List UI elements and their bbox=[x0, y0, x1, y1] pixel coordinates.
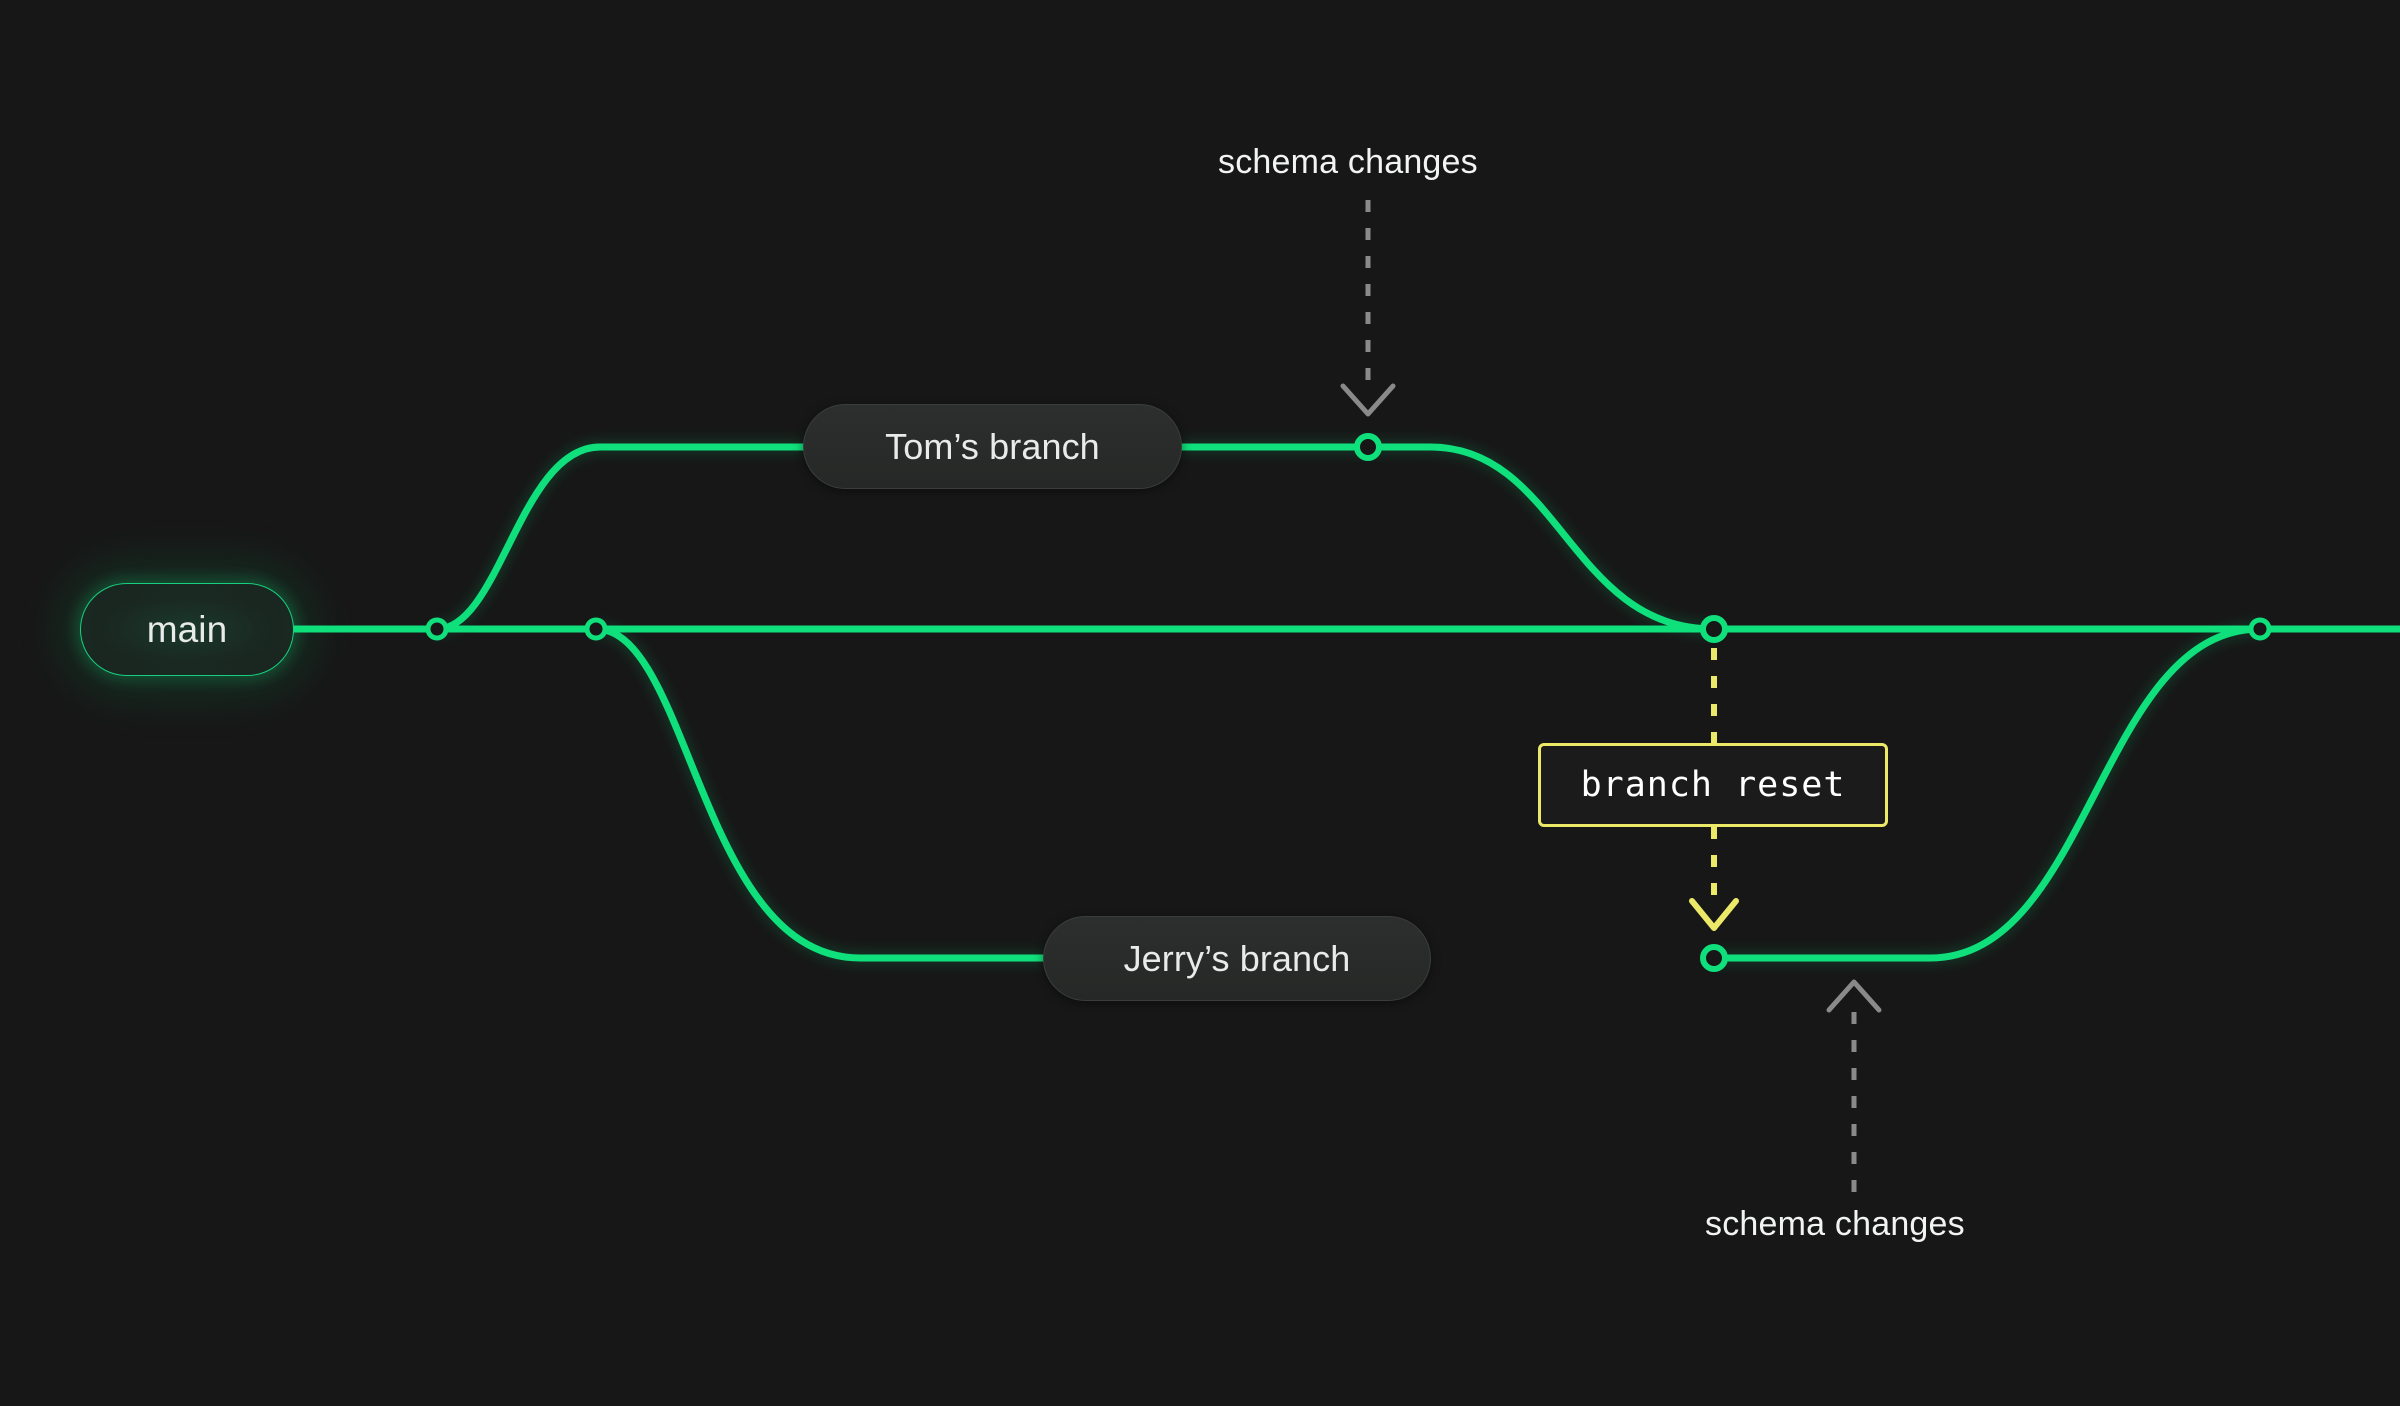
arrowhead-down-icon bbox=[1689, 898, 1739, 931]
arrowhead-down-icon bbox=[1340, 383, 1396, 417]
branch-pill-jerry[interactable]: Jerry’s branch bbox=[1043, 916, 1431, 1001]
branch-pill-main[interactable]: main bbox=[80, 583, 294, 676]
commit-node-main-fork-jerry[interactable] bbox=[584, 617, 608, 641]
annotation-label-schema-changes-bottom: schema changes bbox=[1705, 1205, 1965, 1243]
commit-node-main-fork-tom[interactable] bbox=[425, 617, 449, 641]
annotation-arrow-schema-bottom bbox=[1826, 979, 1882, 1192]
commit-nodes bbox=[425, 433, 2272, 972]
branch-reset-callout[interactable]: branch reset bbox=[1538, 743, 1888, 827]
branch-pill-tom[interactable]: Tom’s branch bbox=[803, 404, 1182, 489]
commit-node-jerry-reset[interactable] bbox=[1700, 944, 1728, 972]
annotation-label-schema-changes-top: schema changes bbox=[1218, 143, 1478, 181]
reset-connector bbox=[1689, 648, 1739, 931]
branch-line-jerry bbox=[592, 625, 2264, 962]
commit-node-tom-commit[interactable] bbox=[1354, 433, 1382, 461]
branch-line-tom bbox=[433, 443, 1718, 633]
arrowhead-up-icon bbox=[1826, 979, 1882, 1013]
commit-node-main-merge-jerry[interactable] bbox=[2248, 617, 2272, 641]
annotation-arrow-schema-top bbox=[1340, 200, 1396, 417]
commit-node-main-merge-tom[interactable] bbox=[1700, 615, 1728, 643]
